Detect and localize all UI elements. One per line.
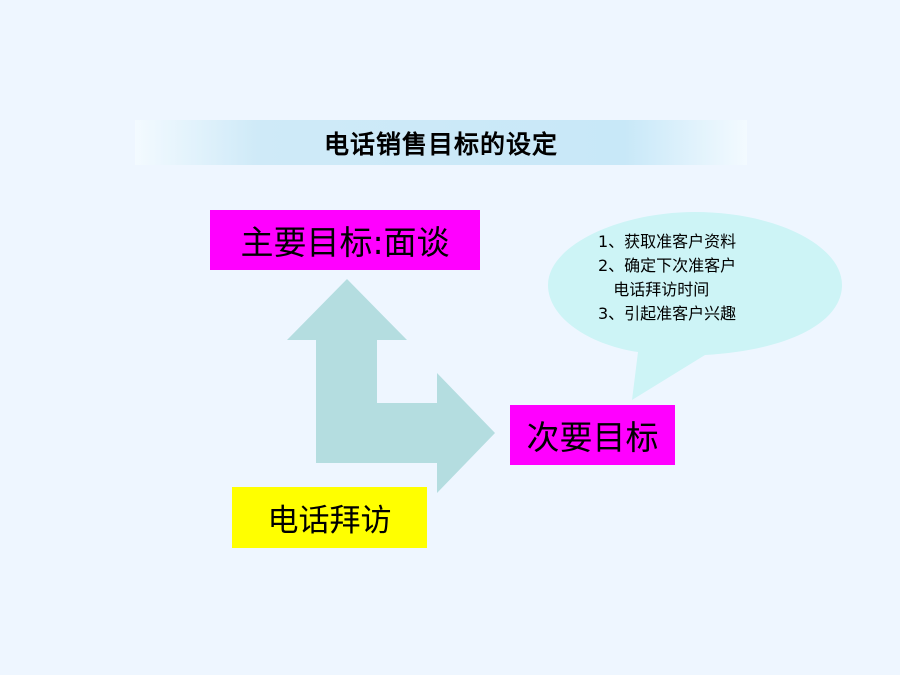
callout-item: 电话拜访时间 [598,280,710,299]
callout-list: 1、获取准客户资料 2、确定下次准客户 电话拜访时间 3、引起准客户兴趣 [598,230,736,326]
callout-item: 2、确定下次准客户 [598,256,737,275]
bent-double-arrow [287,279,495,493]
speech-bubble [548,212,842,400]
main-goal-box: 主要目标:面谈 [210,210,480,270]
page-title: 电话销售目标的设定 [323,129,558,159]
secondary-goal-box: 次要目标 [510,405,675,465]
title-banner: 电话销售目标的设定 [135,120,747,165]
phone-visit-box: 电话拜访 [232,487,427,548]
callout-item: 1、获取准客户资料 [598,232,737,251]
callout-item: 3、引起准客户兴趣 [598,304,737,323]
